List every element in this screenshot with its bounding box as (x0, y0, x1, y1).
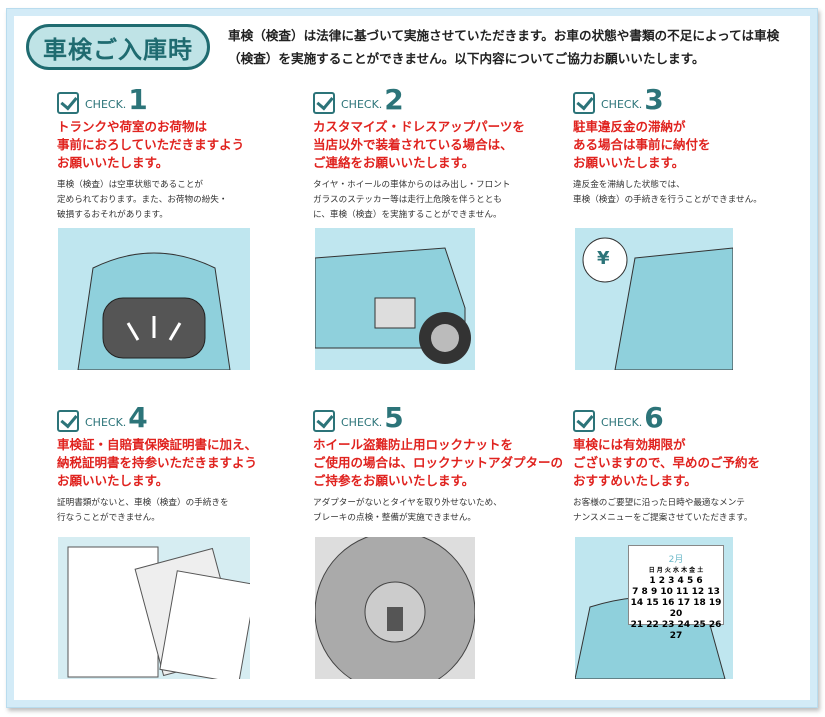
check-headline: 車検には有効期限が ございますので、早めのご予約を おすすめいたします。 (573, 437, 761, 488)
check-description: タイヤ・ホイールの車体からのはみ出し・フロント ガラスのステッカー等は走行上危険… (313, 180, 511, 220)
check-card-4: CHECK.4 車検証・自賠責保険証明書に加え、 納税証明書を持参いただきますよ… (57, 402, 312, 526)
check-description: 違反金を滞納した状態では、 車検（検査）の手続きを行うことができません。 (573, 180, 762, 205)
trunk-illustration (58, 228, 250, 370)
check-number: 5 (384, 401, 404, 434)
check-label: CHECK. (601, 416, 643, 429)
calendar-week: 7 8 9 10 11 12 13 (632, 587, 720, 597)
checkbox-icon (573, 92, 595, 114)
wheel-lock-illustration (315, 537, 475, 679)
check-heading: CHECK.5 (313, 402, 568, 432)
check-headline: トランクや荷室のお荷物は 事前におろしていただきますよう お願いいたします。 (57, 119, 245, 170)
check-heading: CHECK.4 (57, 402, 312, 432)
check-number: 6 (644, 401, 664, 434)
check-headline: カスタマイズ・ドレスアップパーツを 当店以外で装着されている場合は、 ご連絡をお… (313, 119, 525, 170)
check-card-5: CHECK.5 ホイール盗難防止用ロックナットを ご使用の場合は、ロックナットア… (313, 402, 568, 526)
check-label: CHECK. (85, 416, 127, 429)
check-card-2: CHECK.2 カスタマイズ・ドレスアップパーツを 当店以外で装着されている場合… (313, 84, 568, 223)
checkbox-icon (573, 410, 595, 432)
check-card-3: CHECK.3 駐車違反金の滞納が ある場合は事前に納付を お願いいたします。 … (573, 84, 825, 208)
calendar-week: 1 2 3 4 5 6 (649, 576, 703, 586)
check-heading: CHECK.2 (313, 84, 568, 114)
checkbox-icon (313, 92, 335, 114)
check-card-1: CHECK.1 トランクや荷室のお荷物は 事前におろしていただきますよう お願い… (57, 84, 312, 223)
calendar-weekdays: 日 月 火 水 木 金 土 (648, 567, 704, 574)
check-description: アダプターがないとタイヤを取り外せないため、 ブレーキの点検・整備が実施できませ… (313, 498, 502, 523)
calendar-month: 2月 (668, 555, 684, 565)
check-heading: CHECK.6 (573, 402, 825, 432)
title-badge: 車検ご入庫時 (26, 24, 210, 70)
check-description: お客様のご要望に沿った日時や最適なメンテ ナンスメニューをご提案させていただきま… (573, 498, 753, 523)
check-label: CHECK. (601, 98, 643, 111)
check-card-6: CHECK.6 車検には有効期限が ございますので、早めのご予約を おすすめいた… (573, 402, 825, 526)
check-label: CHECK. (341, 416, 383, 429)
checkbox-icon (313, 410, 335, 432)
calendar: 2月 日 月 火 水 木 金 土 1 2 3 4 5 6 7 8 9 10 11… (628, 545, 724, 641)
intro-text: 車検（検査）は法律に基づいて実施させていただきます。お車の状態や書類の不足によっ… (228, 28, 780, 66)
check-heading: CHECK.3 (573, 84, 825, 114)
check-description: 車検（検査）は空車状態であることが 定められております。また、お荷物の紛失・ 破… (57, 180, 228, 220)
check-label: CHECK. (85, 98, 127, 111)
check-description: 証明書類がないと、車検（検査）の手続きを 行なうことができません。 (57, 498, 229, 523)
check-label: CHECK. (341, 98, 383, 111)
documents-illustration (58, 537, 250, 679)
check-number: 1 (128, 83, 148, 116)
check-headline: ホイール盗難防止用ロックナットを ご使用の場合は、ロックナットアダプターの ご持… (313, 437, 564, 488)
parking-fine-illustration: ¥ (575, 228, 733, 370)
check-headline: 車検証・自賠責保険証明書に加え、 納税証明書を持参いただきますよう お願いいたし… (57, 437, 258, 488)
check-number: 3 (644, 83, 664, 116)
checkbox-icon (57, 410, 79, 432)
calendar-week: 14 15 16 17 18 19 20 (630, 598, 722, 619)
yen-icon: ¥ (597, 248, 610, 269)
check-number: 2 (384, 83, 404, 116)
check-number: 4 (128, 401, 148, 434)
checkbox-icon (57, 92, 79, 114)
check-headline: 駐車違反金の滞納が ある場合は事前に納付を お願いいたします。 (573, 119, 711, 170)
calendar-week: 21 22 23 24 25 26 27 (630, 620, 722, 641)
check-heading: CHECK.1 (57, 84, 312, 114)
custom-car-illustration (315, 228, 475, 370)
